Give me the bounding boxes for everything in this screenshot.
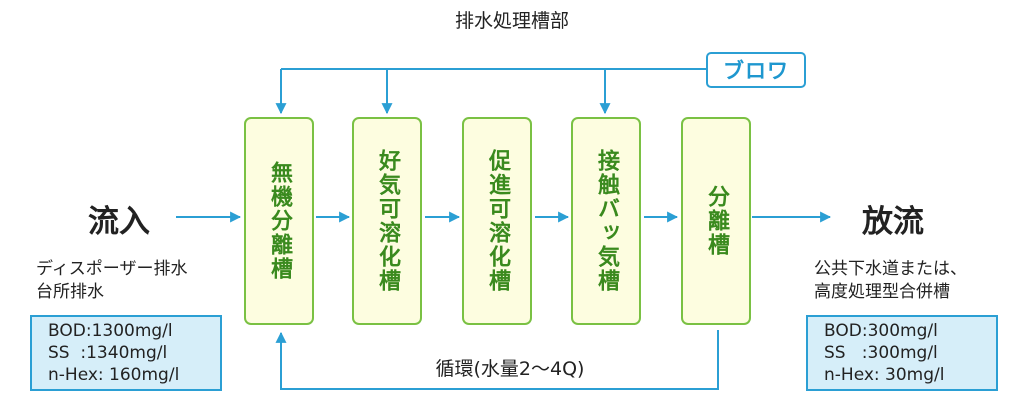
outflow-quality-bod: BOD:300mg/l — [824, 321, 938, 341]
tank-separation: 分離槽 — [681, 117, 751, 325]
tank-accelerated-solubilization: 促進可溶化槽 — [462, 117, 532, 325]
outflow-destination-2: 高度処理型合併槽 — [814, 282, 950, 302]
tank-contact-aeration: 接触バッ気槽 — [571, 117, 641, 325]
recirculation-line — [275, 330, 719, 390]
outflow-quality-nhex: n-Hex: 30mg/l — [824, 365, 945, 385]
tank-aerobic-solubilization: 好気可溶化槽 — [352, 117, 422, 325]
tank-label: 好気可溶化槽 — [375, 149, 400, 293]
blower-box: ブロワ — [706, 52, 806, 88]
inflow-source-1: ディスポーザー排水 — [36, 259, 188, 279]
tank-inorganic-separation: 無機分離槽 — [244, 117, 314, 325]
inflow-source-2: 台所排水 — [36, 282, 104, 302]
tank-label: 分離槽 — [704, 185, 729, 257]
diagram-title: 排水処理槽部 — [454, 10, 569, 32]
inflow-quality-nhex: n-Hex: 160mg/l — [48, 365, 180, 385]
tank-label: 促進可溶化槽 — [485, 149, 510, 293]
outflow-destinations: 公共下水道または、 高度処理型合併槽 — [814, 258, 967, 304]
recirculation-label: 循環(水量2〜4Q) — [435, 358, 585, 380]
tank-label: 接触バッ気槽 — [594, 149, 619, 293]
outflow-quality-box: BOD:300mg/l SS :300mg/l n-Hex: 30mg/l — [806, 315, 998, 391]
inflow-label: 流入 — [88, 204, 150, 240]
outflow-quality-ss: SS :300mg/l — [824, 343, 938, 363]
outflow-destination-1: 公共下水道または、 — [814, 259, 967, 279]
inflow-quality-box: BOD:1300mg/l SS :1340mg/l n-Hex: 160mg/l — [30, 315, 222, 391]
inflow-quality-ss: SS :1340mg/l — [48, 343, 168, 363]
inflow-quality-bod: BOD:1300mg/l — [48, 321, 173, 341]
outflow-label: 放流 — [862, 204, 924, 240]
inflow-sources: ディスポーザー排水 台所排水 — [36, 258, 187, 304]
tank-label: 無機分離槽 — [267, 161, 292, 281]
